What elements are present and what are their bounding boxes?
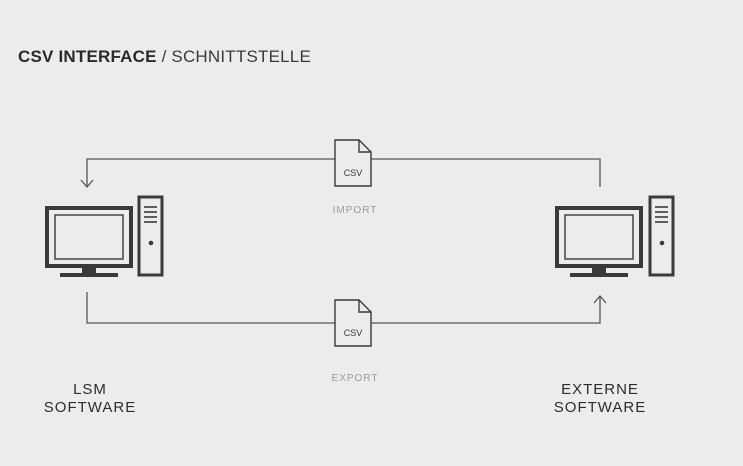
lsm-software-label: LSM SOFTWARE (35, 381, 145, 417)
title-bold: CSV INTERFACE (18, 47, 157, 66)
title-subtitle: / SCHNITTSTELLE (161, 47, 311, 66)
external-software-label: EXTERNE SOFTWARE (545, 381, 655, 417)
external-software-line-1: EXTERNE (561, 381, 639, 398)
export-label: EXPORT (331, 373, 379, 384)
csv-file-label-bottom: CSV (344, 328, 363, 338)
computer-icon-left (45, 195, 164, 277)
csv-file-icon-bottom: CSV (334, 299, 372, 347)
page-title: CSV INTERFACE / SCHNITTSTELLE (18, 47, 311, 67)
computer-icon-right (555, 195, 675, 277)
csv-file-icon-top: CSV (334, 139, 372, 187)
lsm-software-line-2: SOFTWARE (43, 399, 137, 416)
external-software-line-2: SOFTWARE (553, 399, 647, 416)
import-label: IMPORT (332, 205, 378, 216)
csv-file-label-top: CSV (344, 168, 363, 178)
lsm-software-line-1: LSM (73, 381, 107, 398)
